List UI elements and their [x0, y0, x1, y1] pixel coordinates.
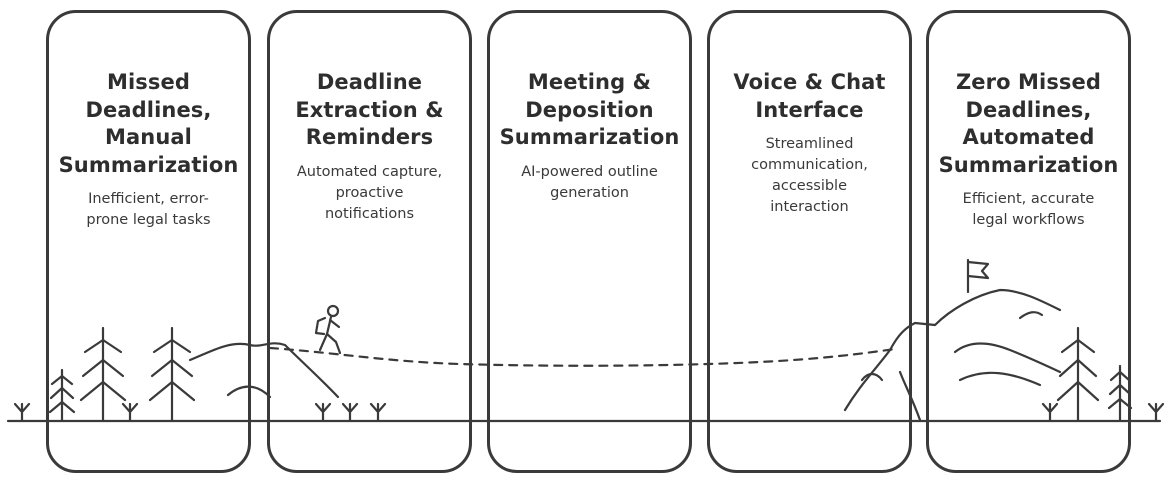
grass-tuft-icon — [1147, 402, 1165, 422]
stage-panel-3: Meeting & Deposition Summarization AI-po… — [487, 10, 692, 473]
stage-title: Missed Deadlines, Manual Summarization — [58, 70, 239, 177]
trail-path — [268, 346, 897, 367]
pine-tree-icon — [79, 326, 127, 422]
mountain-ridge-5 — [860, 372, 884, 382]
stage-description: AI-powered outline generation — [521, 163, 658, 201]
mountain-ridge-3 — [958, 371, 1042, 387]
pine-tree-icon — [148, 326, 196, 422]
grass-tuft-icon — [1041, 402, 1059, 422]
mountain-ridge-4 — [1018, 311, 1044, 320]
grass-tuft-icon — [341, 402, 359, 422]
stage-description: Efficient, accurate legal workflows — [962, 191, 1095, 228]
mountain-ridge-1 — [898, 370, 922, 422]
stage-description: Inefficient, error- prone legal tasks — [86, 191, 211, 228]
stage-description: Automated capture, proactive notificatio… — [296, 163, 443, 222]
pine-tree-icon — [1107, 364, 1133, 422]
mountain-ridge-2 — [953, 342, 1062, 374]
left-hill — [188, 342, 340, 399]
grass-tuft-icon — [369, 402, 387, 422]
summit-flag-icon — [966, 258, 990, 294]
stage-title: Zero Missed Deadlines, Automated Summari… — [938, 70, 1119, 177]
stage-title: Deadline Extraction & Reminders — [295, 70, 444, 149]
pine-tree-icon — [48, 368, 76, 422]
stage-title: Voice & Chat Interface — [733, 70, 886, 122]
stage-panel-1: Missed Deadlines, Manual Summarization I… — [46, 10, 251, 473]
grass-tuft-icon — [121, 402, 139, 422]
stage-description: Streamlined communication, accessible in… — [751, 136, 868, 215]
grass-tuft-icon — [13, 402, 31, 422]
stage-title: Meeting & Deposition Summarization — [499, 70, 680, 149]
stage-panel-4: Voice & Chat Interface Streamlined commu… — [707, 10, 912, 473]
grass-tuft-icon — [314, 402, 332, 422]
hiker-icon — [314, 304, 342, 355]
pine-tree-icon — [1056, 326, 1100, 422]
summit-mountain — [843, 288, 1062, 412]
stage-panel-2: Deadline Extraction & Reminders Automate… — [267, 10, 472, 473]
stage-panel-5: Zero Missed Deadlines, Automated Summari… — [926, 10, 1131, 473]
left-hill-ridge — [226, 385, 272, 399]
